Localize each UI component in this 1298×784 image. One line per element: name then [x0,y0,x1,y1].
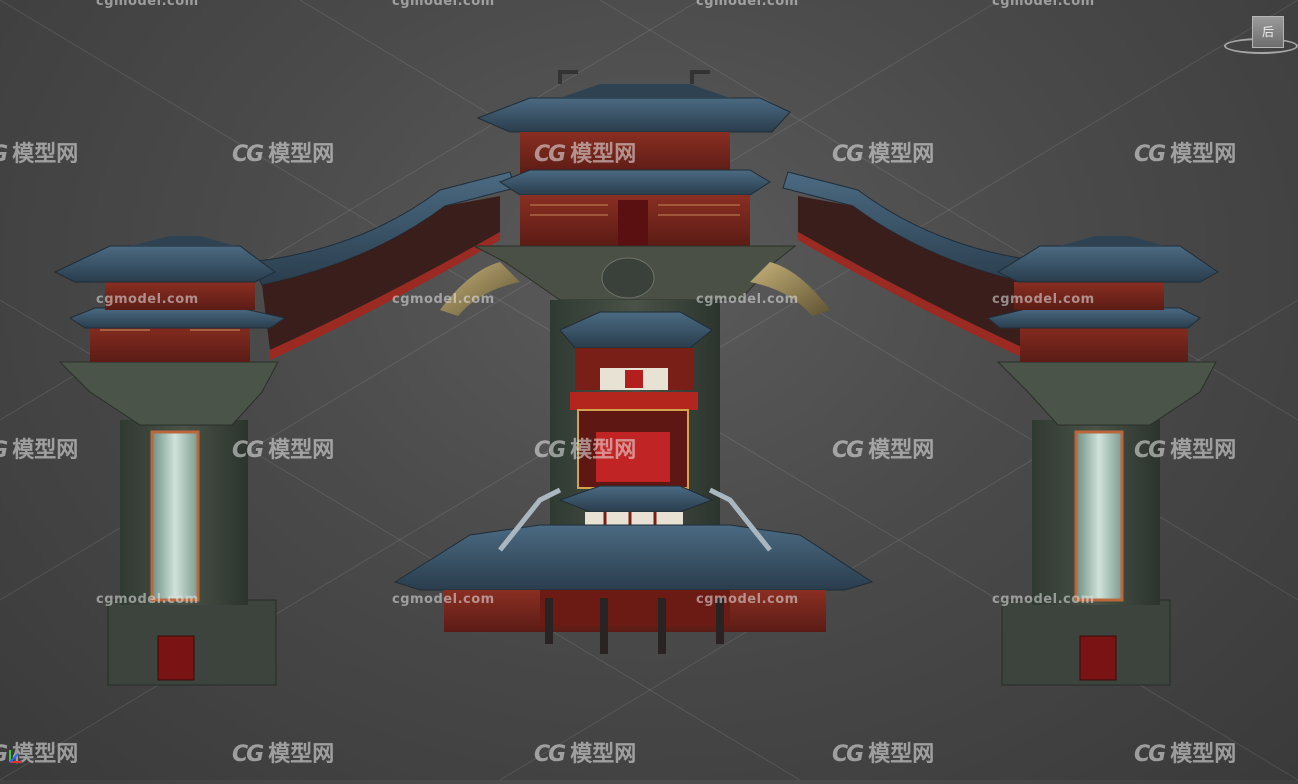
central-pagoda [393,70,874,654]
watermark-url: cgmodel.com [992,292,1095,307]
watermark-url: cgmodel.com [992,592,1095,607]
left-tower [53,236,287,686]
watermark-url: cgmodel.com [392,0,495,9]
left-bridge [249,171,516,360]
right-tower [986,236,1219,686]
right-bridge [782,171,1049,360]
watermark-url: cgmodel.com [96,592,199,607]
watermark-url: cgmodel.com [96,0,199,9]
viewcube[interactable]: 后 [1252,16,1284,48]
watermark-url: cgmodel.com [392,592,495,607]
watermark-url: cgmodel.com [992,0,1095,9]
watermark-url: cgmodel.com [96,292,199,307]
watermark-url: cgmodel.com [696,0,799,9]
watermark-url: cgmodel.com [696,292,799,307]
watermark-url: cgmodel.com [696,592,799,607]
axis-gizmo-icon [9,750,22,763]
watermark-url: cgmodel.com [392,292,495,307]
